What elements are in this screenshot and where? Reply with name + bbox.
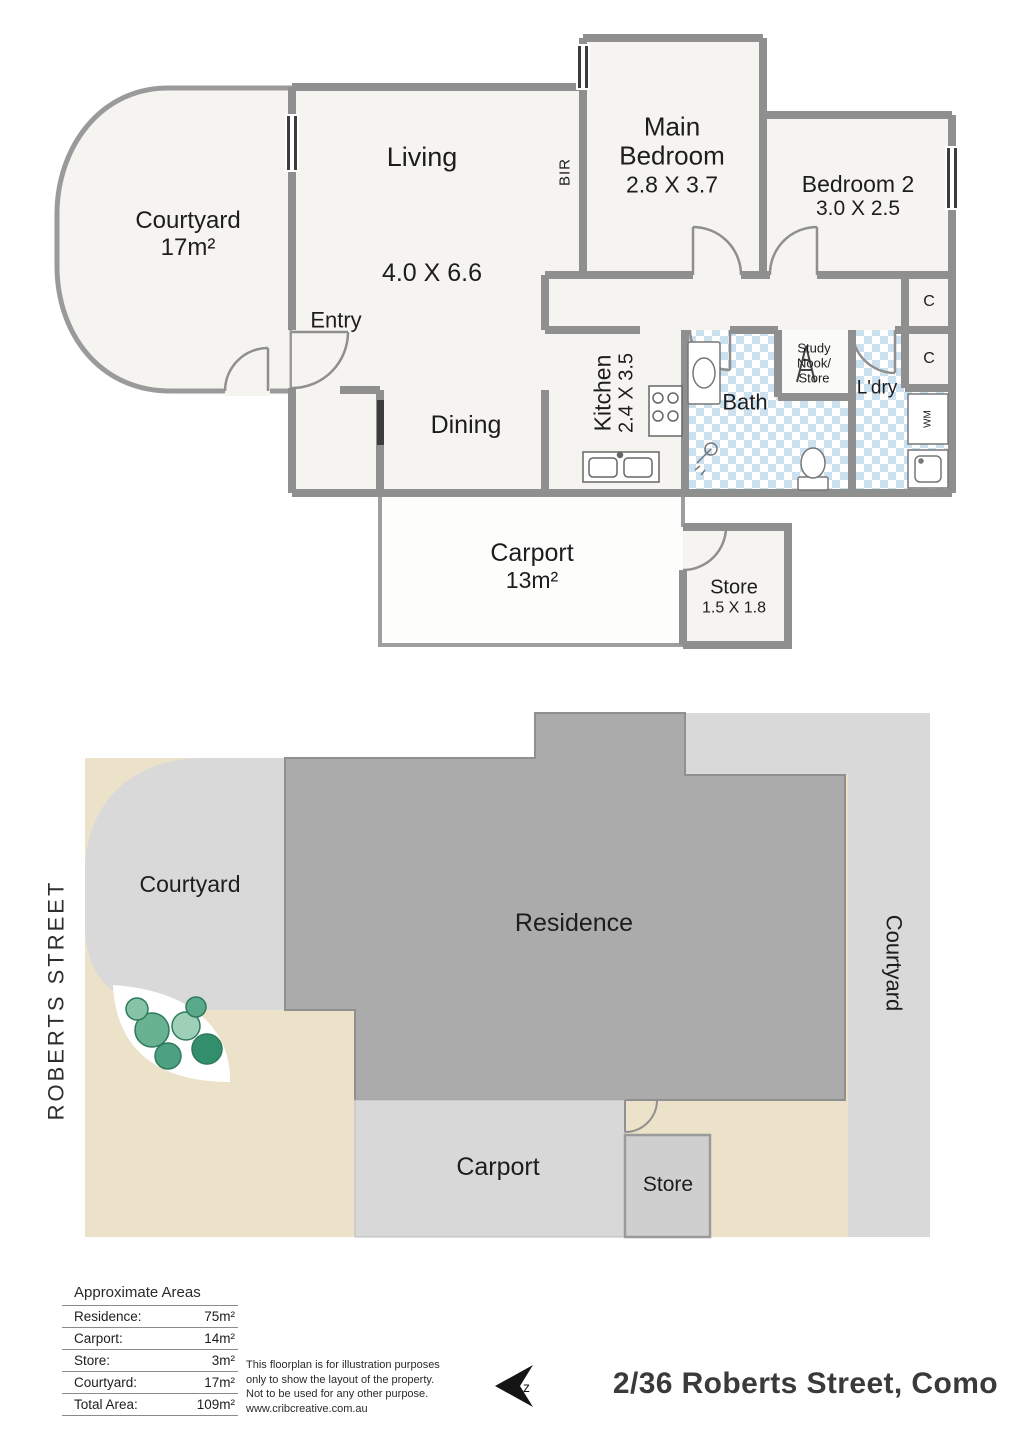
areas-heading: Approximate Areas xyxy=(62,1284,238,1306)
area-label-courtyard: Courtyard: xyxy=(74,1375,138,1390)
washing-machine-box xyxy=(907,393,949,445)
ladder-icon xyxy=(796,345,816,383)
area-value-total: 109m² xyxy=(196,1397,235,1412)
bir-label: BIR xyxy=(556,157,574,187)
cupboard-top-label: C xyxy=(923,292,935,310)
store-label: Store 1.5 X 1.8 xyxy=(702,577,766,618)
north-arrow-icon: z xyxy=(495,1365,533,1407)
siteplan-courtyard-left-label: Courtyard xyxy=(139,871,241,898)
cupboard-bottom-label: C xyxy=(923,349,935,367)
area-label-residence: Residence: xyxy=(74,1309,142,1324)
store-walls xyxy=(679,523,792,649)
floorplan-walls xyxy=(288,34,956,497)
kitchen-name: Kitchen xyxy=(589,354,616,432)
area-label-store: Store: xyxy=(74,1353,111,1368)
courtyard-name: Courtyard xyxy=(135,206,241,234)
area-value-courtyard: 17m² xyxy=(204,1375,235,1390)
floorplan-windows xyxy=(285,44,959,445)
siteplan-drawing xyxy=(85,712,930,1239)
bedroom2-label: Bedroom 2 3.0 X 2.5 xyxy=(802,171,915,221)
floorplan-floors xyxy=(54,38,952,645)
carport-area: 13m² xyxy=(505,567,559,594)
siteplan-courtyard-right xyxy=(685,713,930,1237)
siteplan-trees xyxy=(125,996,223,1070)
study-nook-line-1: Study xyxy=(797,340,831,356)
area-row-carport: Carport: 14m² xyxy=(62,1328,238,1350)
area-row-residence: Residence: 75m² xyxy=(62,1306,238,1328)
siteplan-residence-label: Residence xyxy=(514,908,634,937)
siteplan-residence-footprint xyxy=(284,712,846,1101)
kitchen-dims: 2.4 X 3.5 xyxy=(615,352,638,434)
areas-table: Approximate Areas Residence: 75m² Carpor… xyxy=(62,1284,238,1416)
kitchen-label: Kitchen 2.4 X 3.5 xyxy=(590,353,639,433)
area-value-store: 3m² xyxy=(211,1353,235,1368)
floorplan-drawing xyxy=(54,34,959,649)
siteplan-courtyard-right-label: Courtyard xyxy=(881,914,907,1012)
entry-label: Entry xyxy=(310,307,362,333)
bath-label: Bath xyxy=(722,389,768,415)
living-label: Living xyxy=(386,141,458,172)
area-row-store: Store: 3m² xyxy=(62,1350,238,1372)
study-nook-label: Study Nook/ Store xyxy=(797,340,831,387)
siteplan-store-footprint xyxy=(623,1133,712,1239)
bedroom2-name: Bedroom 2 xyxy=(801,171,915,198)
disclaimer: This floorplan is for illustration purpo… xyxy=(246,1358,481,1416)
area-row-total: Total Area: 109m² xyxy=(62,1394,238,1416)
carport-name: Carport xyxy=(490,538,574,567)
siteplan-carport-label: Carport xyxy=(456,1152,540,1181)
disclaimer-line-2: only to show the layout of the property. xyxy=(246,1373,435,1386)
carport-outline xyxy=(378,493,685,647)
siteplan-store-label: Store xyxy=(642,1173,694,1197)
laundry-label: L'dry xyxy=(856,377,898,399)
area-label-carport: Carport: xyxy=(74,1331,123,1346)
carport-label: Carport 13m² xyxy=(490,539,573,593)
study-nook-line-2: Nook/ xyxy=(797,355,831,371)
main-bedroom-name-1: Main xyxy=(643,111,701,142)
main-bedroom-name-2: Bedroom xyxy=(619,141,725,172)
disclaimer-line-4: www.cribcreative.com.au xyxy=(246,1402,368,1415)
area-row-courtyard: Courtyard: 17m² xyxy=(62,1372,238,1394)
north-arrow-label: z xyxy=(523,1379,530,1395)
living-dims: 4.0 X 6.6 xyxy=(381,258,483,287)
courtyard-area: 17m² xyxy=(160,234,216,261)
kitchen-fixtures xyxy=(582,385,683,483)
area-value-residence: 75m² xyxy=(204,1309,235,1324)
courtyard-outline xyxy=(54,85,295,394)
store-dims: 1.5 X 1.8 xyxy=(701,599,767,617)
area-label-total: Total Area: xyxy=(74,1397,138,1412)
bedroom2-dims: 3.0 X 2.5 xyxy=(815,197,901,221)
main-bedroom-dims: 2.8 X 3.7 xyxy=(625,171,719,198)
siteplan-carport-footprint xyxy=(354,1099,626,1238)
courtyard-label: Courtyard 17m² xyxy=(135,207,240,261)
store-name: Store xyxy=(710,576,758,599)
property-title: 2/36 Roberts Street, Como xyxy=(612,1367,998,1400)
bath-fixtures xyxy=(687,341,949,491)
washing-machine-label: WM xyxy=(922,410,934,428)
dining-label: Dining xyxy=(430,410,502,439)
area-value-carport: 14m² xyxy=(204,1331,235,1346)
disclaimer-line-3: Not to be used for any other purpose. xyxy=(246,1388,429,1401)
street-label: ROBERTS STREET xyxy=(43,879,69,1121)
main-bedroom-label: Main Bedroom 2.8 X 3.7 xyxy=(619,111,725,198)
study-nook-line-3: Store xyxy=(798,370,830,386)
disclaimer-line-1: This floorplan is for illustration purpo… xyxy=(246,1359,440,1371)
siteplan-store-door xyxy=(624,1099,658,1133)
